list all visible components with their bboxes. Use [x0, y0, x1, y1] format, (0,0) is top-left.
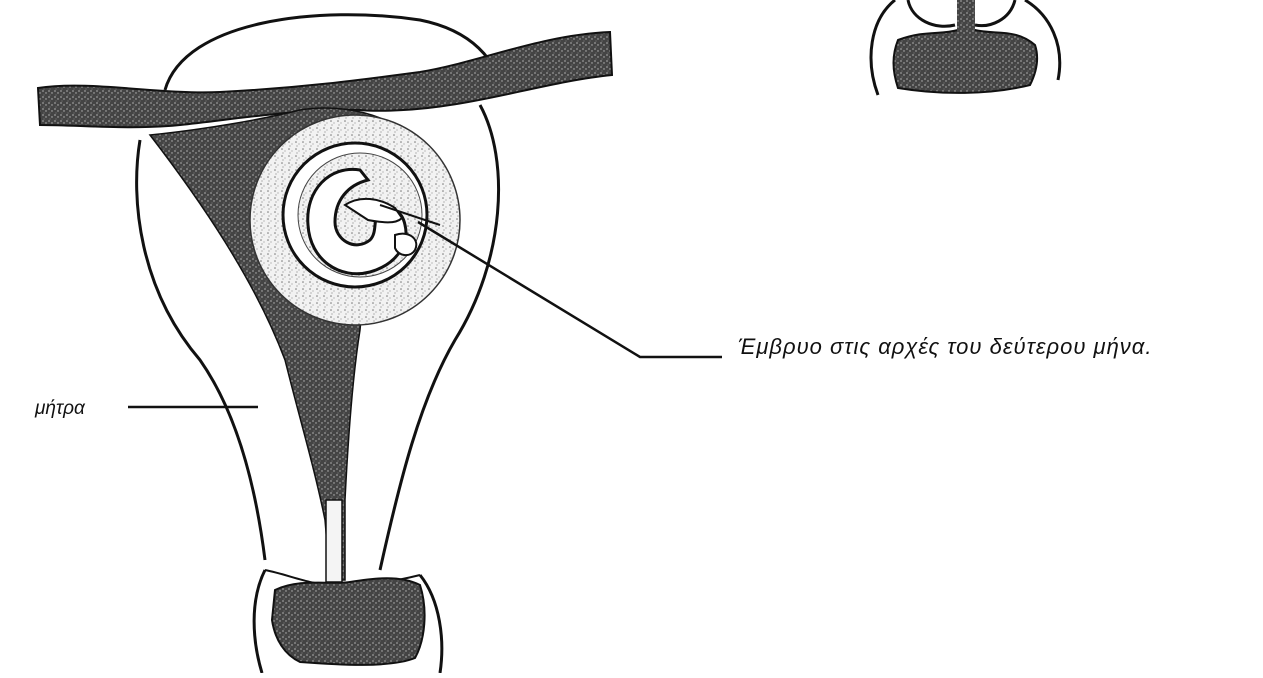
embryo-sac	[250, 115, 460, 325]
uterus-label: μήτρα	[35, 398, 85, 420]
embryo-leader-line	[418, 222, 722, 357]
cervical-plug	[272, 578, 425, 665]
cervix-detail	[871, 0, 1060, 95]
embryo-label: Έμβρυο στις αρχές του δεύτερου μήνα.	[738, 334, 1152, 360]
